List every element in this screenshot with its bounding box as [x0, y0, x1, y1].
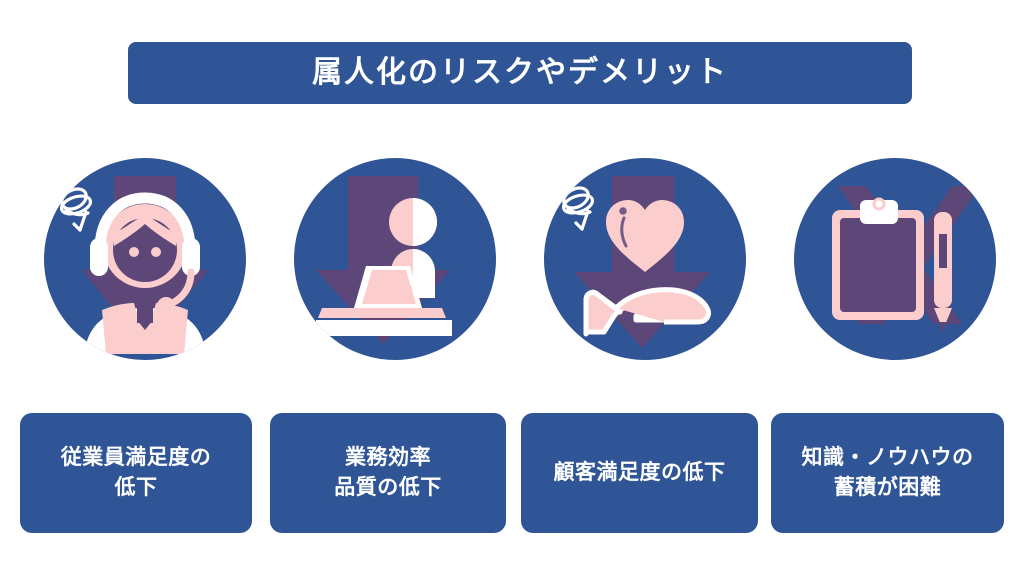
icon-row [0, 158, 1024, 360]
label-box-customer-satisfaction: 顧客満足度の低下 [521, 413, 758, 533]
icon-circle-customer-satisfaction [544, 158, 746, 360]
icon-circle-employee-satisfaction [44, 158, 246, 360]
headset-operator-down-arrow-icon [59, 176, 208, 354]
label-box-work-efficiency: 業務効率 品質の低下 [270, 413, 506, 533]
page-title: 属人化のリスクやデメリット [312, 56, 728, 89]
icon-circle-knowledge-accumulation [794, 158, 996, 360]
label-text: 業務効率 品質の低下 [334, 445, 442, 499]
title-banner: 属人化のリスクやデメリット [128, 42, 912, 104]
label-row: 従業員満足度の 低下 業務効率 品質の低下 顧客満足度の低下 知識・ノウハウの … [0, 413, 1024, 533]
icon-circle-work-efficiency [294, 158, 496, 360]
hand-heart-down-arrow-icon [561, 176, 711, 348]
label-box-knowledge-accumulation: 知識・ノウハウの 蓄積が困難 [771, 413, 1004, 533]
label-text: 従業員満足度の 低下 [60, 445, 212, 499]
label-text: 知識・ノウハウの 蓄積が困難 [801, 445, 974, 499]
label-text: 顧客満足度の低下 [553, 460, 726, 484]
laptop-worker-down-arrow-icon [316, 176, 452, 344]
label-box-employee-satisfaction: 従業員満足度の 低下 [20, 413, 252, 533]
clipboard-pen-cross-icon [832, 186, 980, 332]
